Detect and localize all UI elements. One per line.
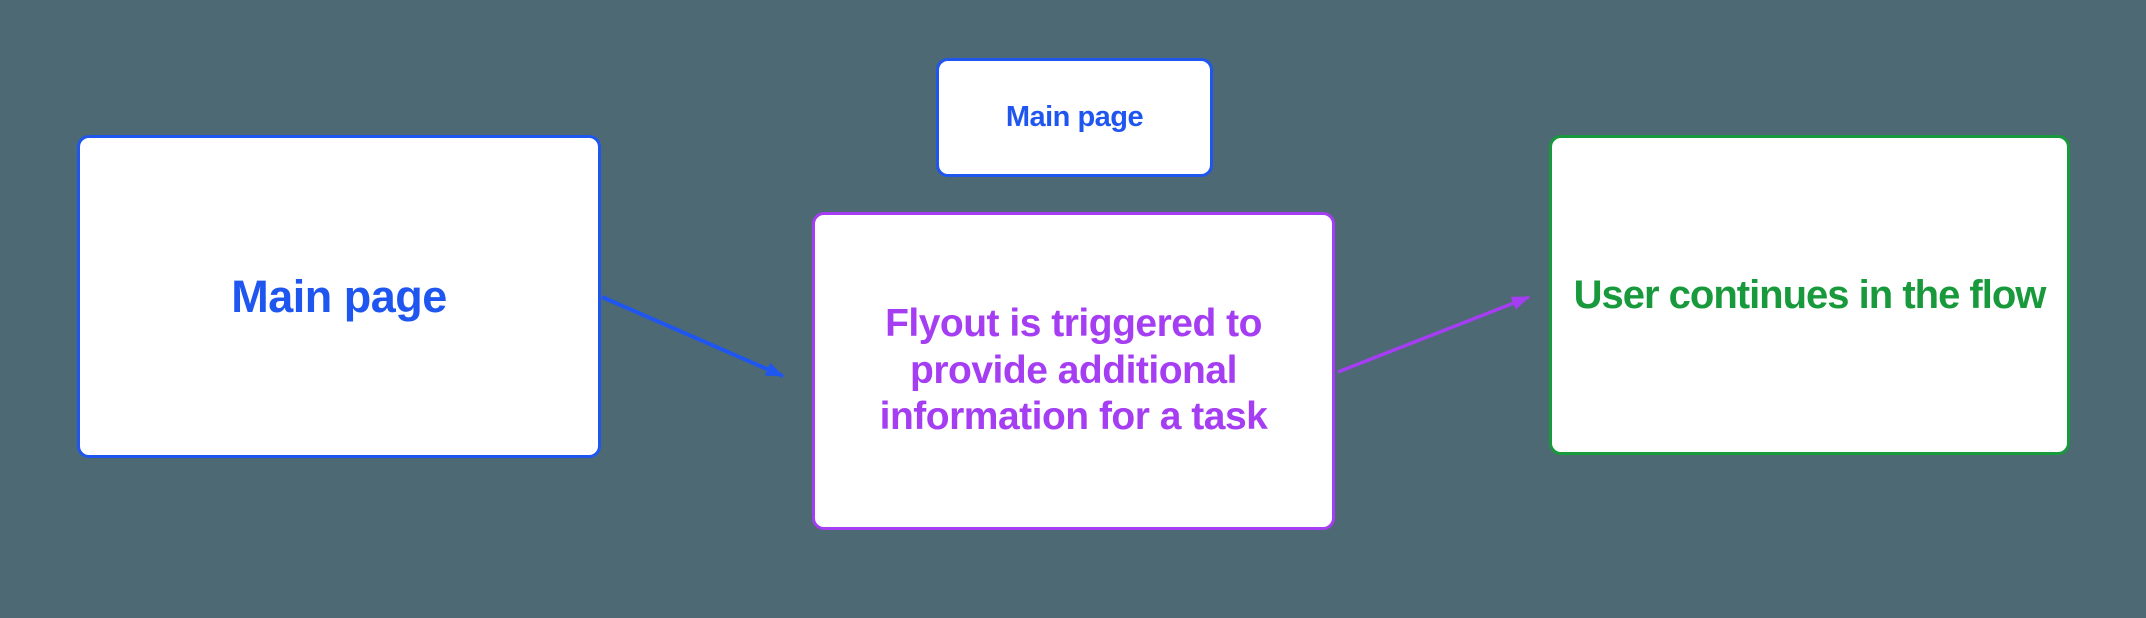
- node-flyout-label: Flyout is triggered to provide additiona…: [880, 301, 1268, 441]
- node-user-continues[interactable]: User continues in the flow: [1549, 135, 2070, 455]
- arrow-flyout-to-continue[interactable]: [1337, 295, 1530, 374]
- node-main-page[interactable]: Main page: [77, 135, 601, 458]
- node-main-page-small-label: Main page: [1005, 101, 1144, 133]
- node-user-continues-label: User continues in the flow: [1573, 272, 2047, 317]
- node-flyout[interactable]: Flyout is triggered to provide additiona…: [812, 212, 1335, 530]
- arrow-main-to-flyout[interactable]: [601, 295, 784, 378]
- node-flyout-label-line1: Flyout is triggered to: [885, 301, 1262, 345]
- node-main-page-label: Main page: [231, 270, 447, 322]
- node-flyout-label-line3: information for a task: [879, 395, 1268, 439]
- node-main-page-small[interactable]: Main page: [936, 58, 1213, 177]
- node-flyout-label-line2: provide additional: [910, 348, 1237, 392]
